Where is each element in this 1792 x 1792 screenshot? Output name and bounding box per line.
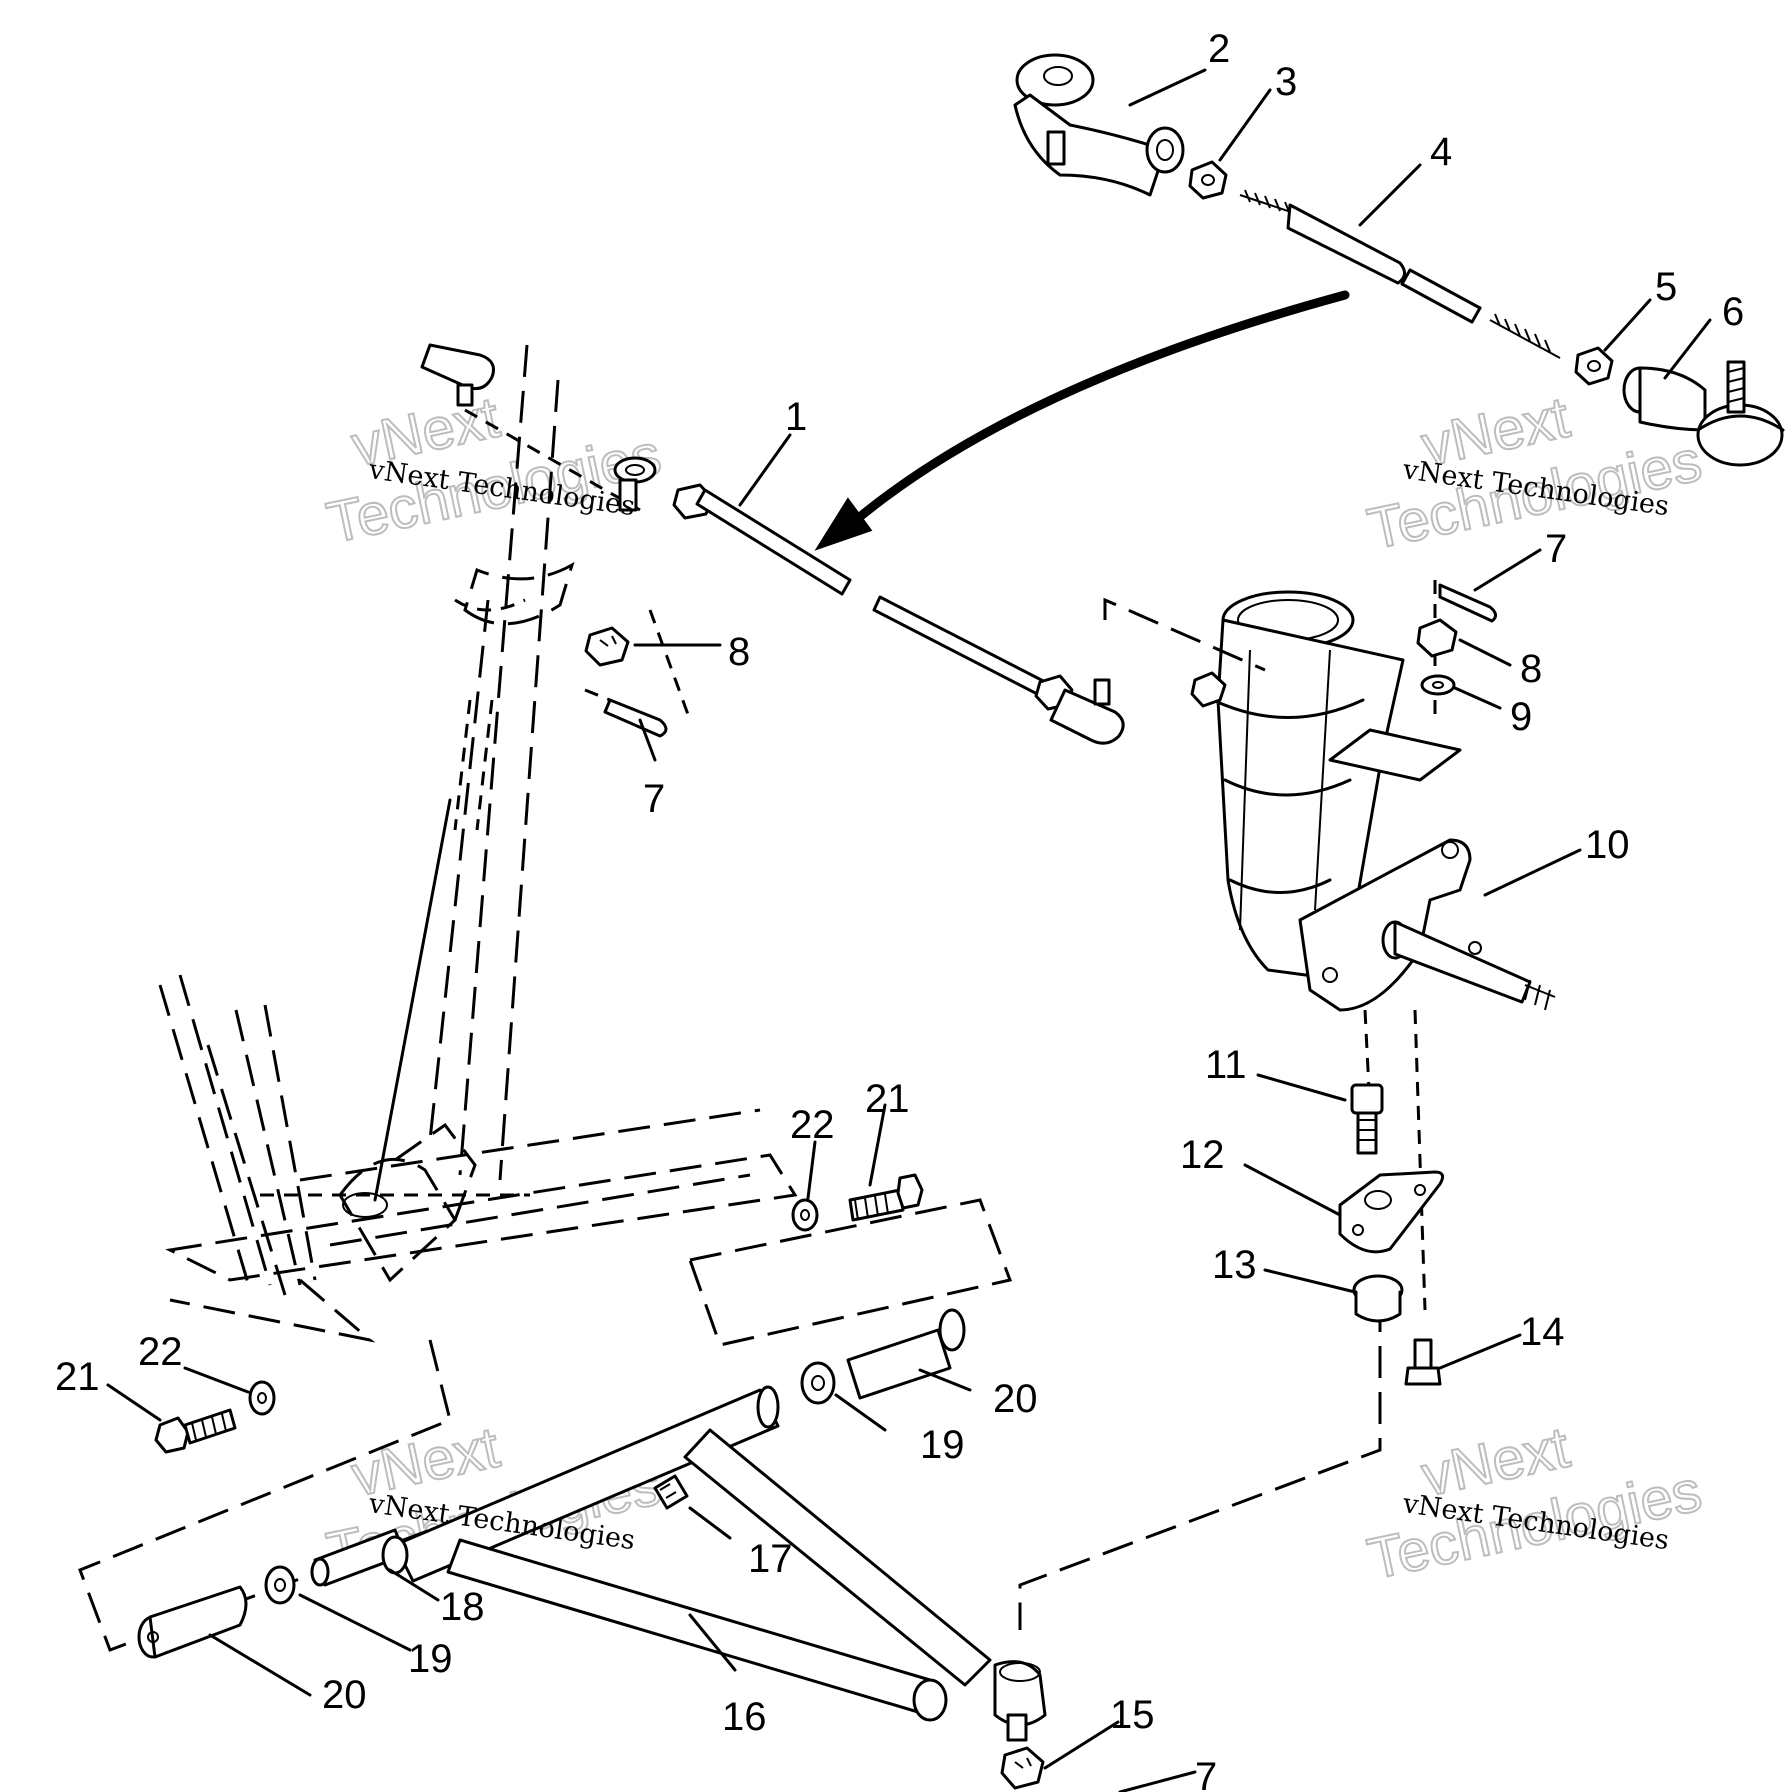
part-10-spindle [1190, 590, 1556, 1012]
leader-lines [106, 68, 1712, 1792]
callout-19-bottom: 19 [408, 1637, 453, 1681]
watermark-outline-bottom-right: vNext Technologies [1361, 1414, 1708, 1593]
callout-21-top: 21 [865, 1077, 910, 1121]
part-7-cotter-pin-right [1438, 583, 1497, 623]
callout-13: 13 [1212, 1243, 1257, 1287]
part-14-bolt [1404, 1338, 1442, 1386]
part-7-cotter-pin-left [584, 688, 668, 738]
callout-7-right: 7 [1545, 527, 1567, 571]
callout-5: 5 [1655, 265, 1677, 309]
upper-column-tie-rod-end [420, 343, 641, 512]
callout-20-bottom: 20 [322, 1673, 367, 1717]
part-15-castle-nut [1000, 1746, 1045, 1790]
frame-phantom [158, 344, 798, 1343]
callout-7-bottom: 7 [1195, 1755, 1217, 1792]
callout-3: 3 [1275, 60, 1297, 104]
callout-22-bottom: 22 [138, 1330, 183, 1374]
callout-10: 10 [1585, 823, 1630, 867]
callout-12: 12 [1180, 1133, 1225, 1177]
part-8-castle-nut-left [584, 626, 630, 667]
part-21-bolt-top [848, 1173, 924, 1222]
part-4-adjuster-rod [1239, 189, 1561, 359]
part-9-washer [1420, 674, 1456, 696]
part-5-jam-nut [1574, 346, 1614, 386]
callout-16: 16 [722, 1695, 767, 1739]
callout-2: 2 [1208, 27, 1230, 71]
callout-17: 17 [748, 1537, 793, 1581]
part-20-pivot-pin-top [846, 1308, 966, 1400]
part-6-tie-rod-end-right [1622, 360, 1785, 467]
part-2-tie-rod-end-left [1013, 53, 1185, 197]
callout-8-right: 8 [1520, 647, 1542, 691]
callout-11: 11 [1205, 1043, 1247, 1087]
callout-numbers: 1 2 3 4 5 6 7 7 7 8 8 9 10 11 12 13 14 1… [55, 27, 1744, 1792]
callout-7-left: 7 [643, 777, 665, 821]
part-16-a-arm [381, 1385, 1047, 1742]
callout-15: 15 [1110, 1693, 1155, 1737]
callout-22-top: 22 [790, 1103, 835, 1147]
callout-9: 9 [1510, 695, 1532, 739]
callout-8-left: 8 [728, 630, 750, 674]
part-19-washer-top [800, 1361, 836, 1405]
part-21-bolt-bottom [154, 1408, 237, 1454]
part-8-castle-nut-right [1416, 618, 1458, 658]
part-20-pivot-pin-bottom [137, 1585, 248, 1659]
callout-1: 1 [785, 395, 807, 439]
part-22-washer-bottom [248, 1380, 276, 1416]
part-22-washer-top [791, 1198, 819, 1232]
callout-6: 6 [1722, 290, 1744, 334]
part-12-mounting-plate [1338, 1170, 1445, 1254]
part-13-bushing [1352, 1274, 1404, 1323]
callout-14: 14 [1520, 1310, 1565, 1354]
part-19-washer-bottom [264, 1565, 296, 1605]
callout-18: 18 [440, 1585, 485, 1629]
part-1-tie-rod [613, 456, 1125, 745]
part-3-jam-nut [1188, 160, 1228, 200]
assembly-arrow [814, 290, 1350, 551]
part-11-bolt [1350, 1083, 1384, 1155]
callout-20-top: 20 [993, 1377, 1038, 1421]
callout-4: 4 [1430, 130, 1452, 174]
callout-19-top: 19 [920, 1423, 965, 1467]
callout-21-bottom: 21 [55, 1355, 100, 1399]
